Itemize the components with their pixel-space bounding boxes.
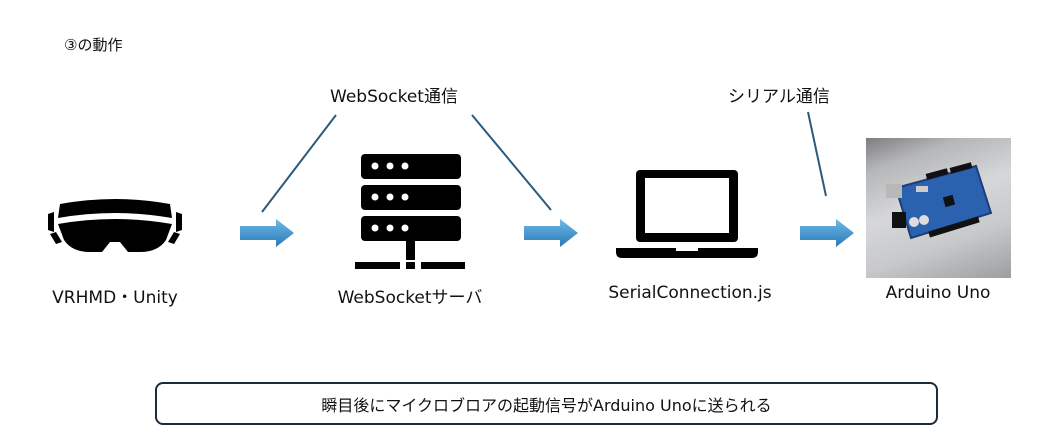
note-text: 瞬目後にマイクロブロアの起動信号がArduino Unoに送られる <box>321 395 772 415</box>
connector-line-websocket-left <box>261 114 337 213</box>
connector-line-websocket-right <box>471 114 552 211</box>
flow-arrow-2 <box>524 219 578 247</box>
websocket-connection-label: WebSocket通信 <box>330 87 458 107</box>
node-label-websocket-server: WebSocketサーバ <box>337 288 483 308</box>
server-icon <box>355 154 465 269</box>
flow-arrow-1 <box>240 219 294 247</box>
serial-connection-label: シリアル通信 <box>728 87 830 107</box>
node-label-arduino-uno: Arduino Uno <box>885 283 991 303</box>
laptop-icon <box>616 170 758 258</box>
arduino-board-illustration <box>886 162 993 240</box>
connector-line-serial <box>807 111 827 197</box>
node-label-serial-connection: SerialConnection.js <box>608 283 772 303</box>
vr-headset-icon <box>48 199 182 252</box>
node-label-vrhmd: VRHMD・Unity <box>52 288 178 308</box>
flow-arrow-3 <box>800 219 854 247</box>
page-title: ③の動作 <box>64 36 123 54</box>
note-box: 瞬目後にマイクロブロアの起動信号がArduino Unoに送られる <box>155 382 938 425</box>
arduino-photo <box>866 138 1011 278</box>
